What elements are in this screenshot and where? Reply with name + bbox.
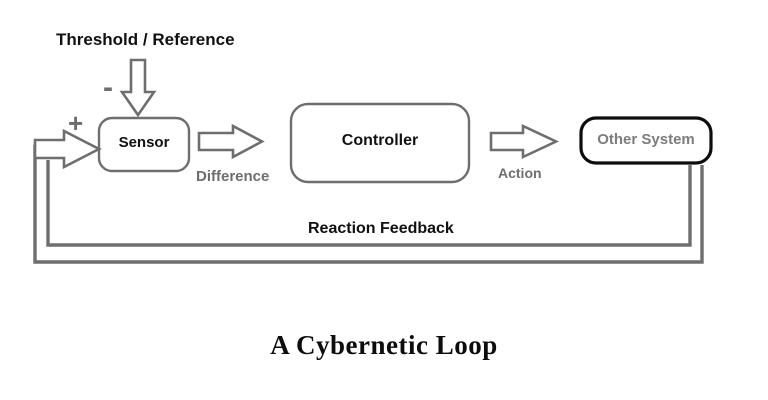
- controller-box[interactable]: [289, 102, 471, 184]
- page-title: A Cybernetic Loop: [270, 330, 498, 360]
- sensor-box[interactable]: [97, 116, 191, 173]
- threshold-reference-label: Threshold / Reference: [56, 30, 235, 49]
- reaction-feedback-label: Reaction Feedback: [308, 220, 454, 237]
- outer-feedback-line: [33, 145, 704, 264]
- action-arrow-icon: [489, 123, 560, 160]
- threshold-arrow-icon: [119, 58, 157, 118]
- feedback-entry-arrow-icon: [33, 128, 102, 170]
- other-system-box[interactable]: [579, 116, 713, 165]
- difference-arrow-icon: [197, 123, 265, 160]
- inner-feedback-line: [46, 160, 692, 247]
